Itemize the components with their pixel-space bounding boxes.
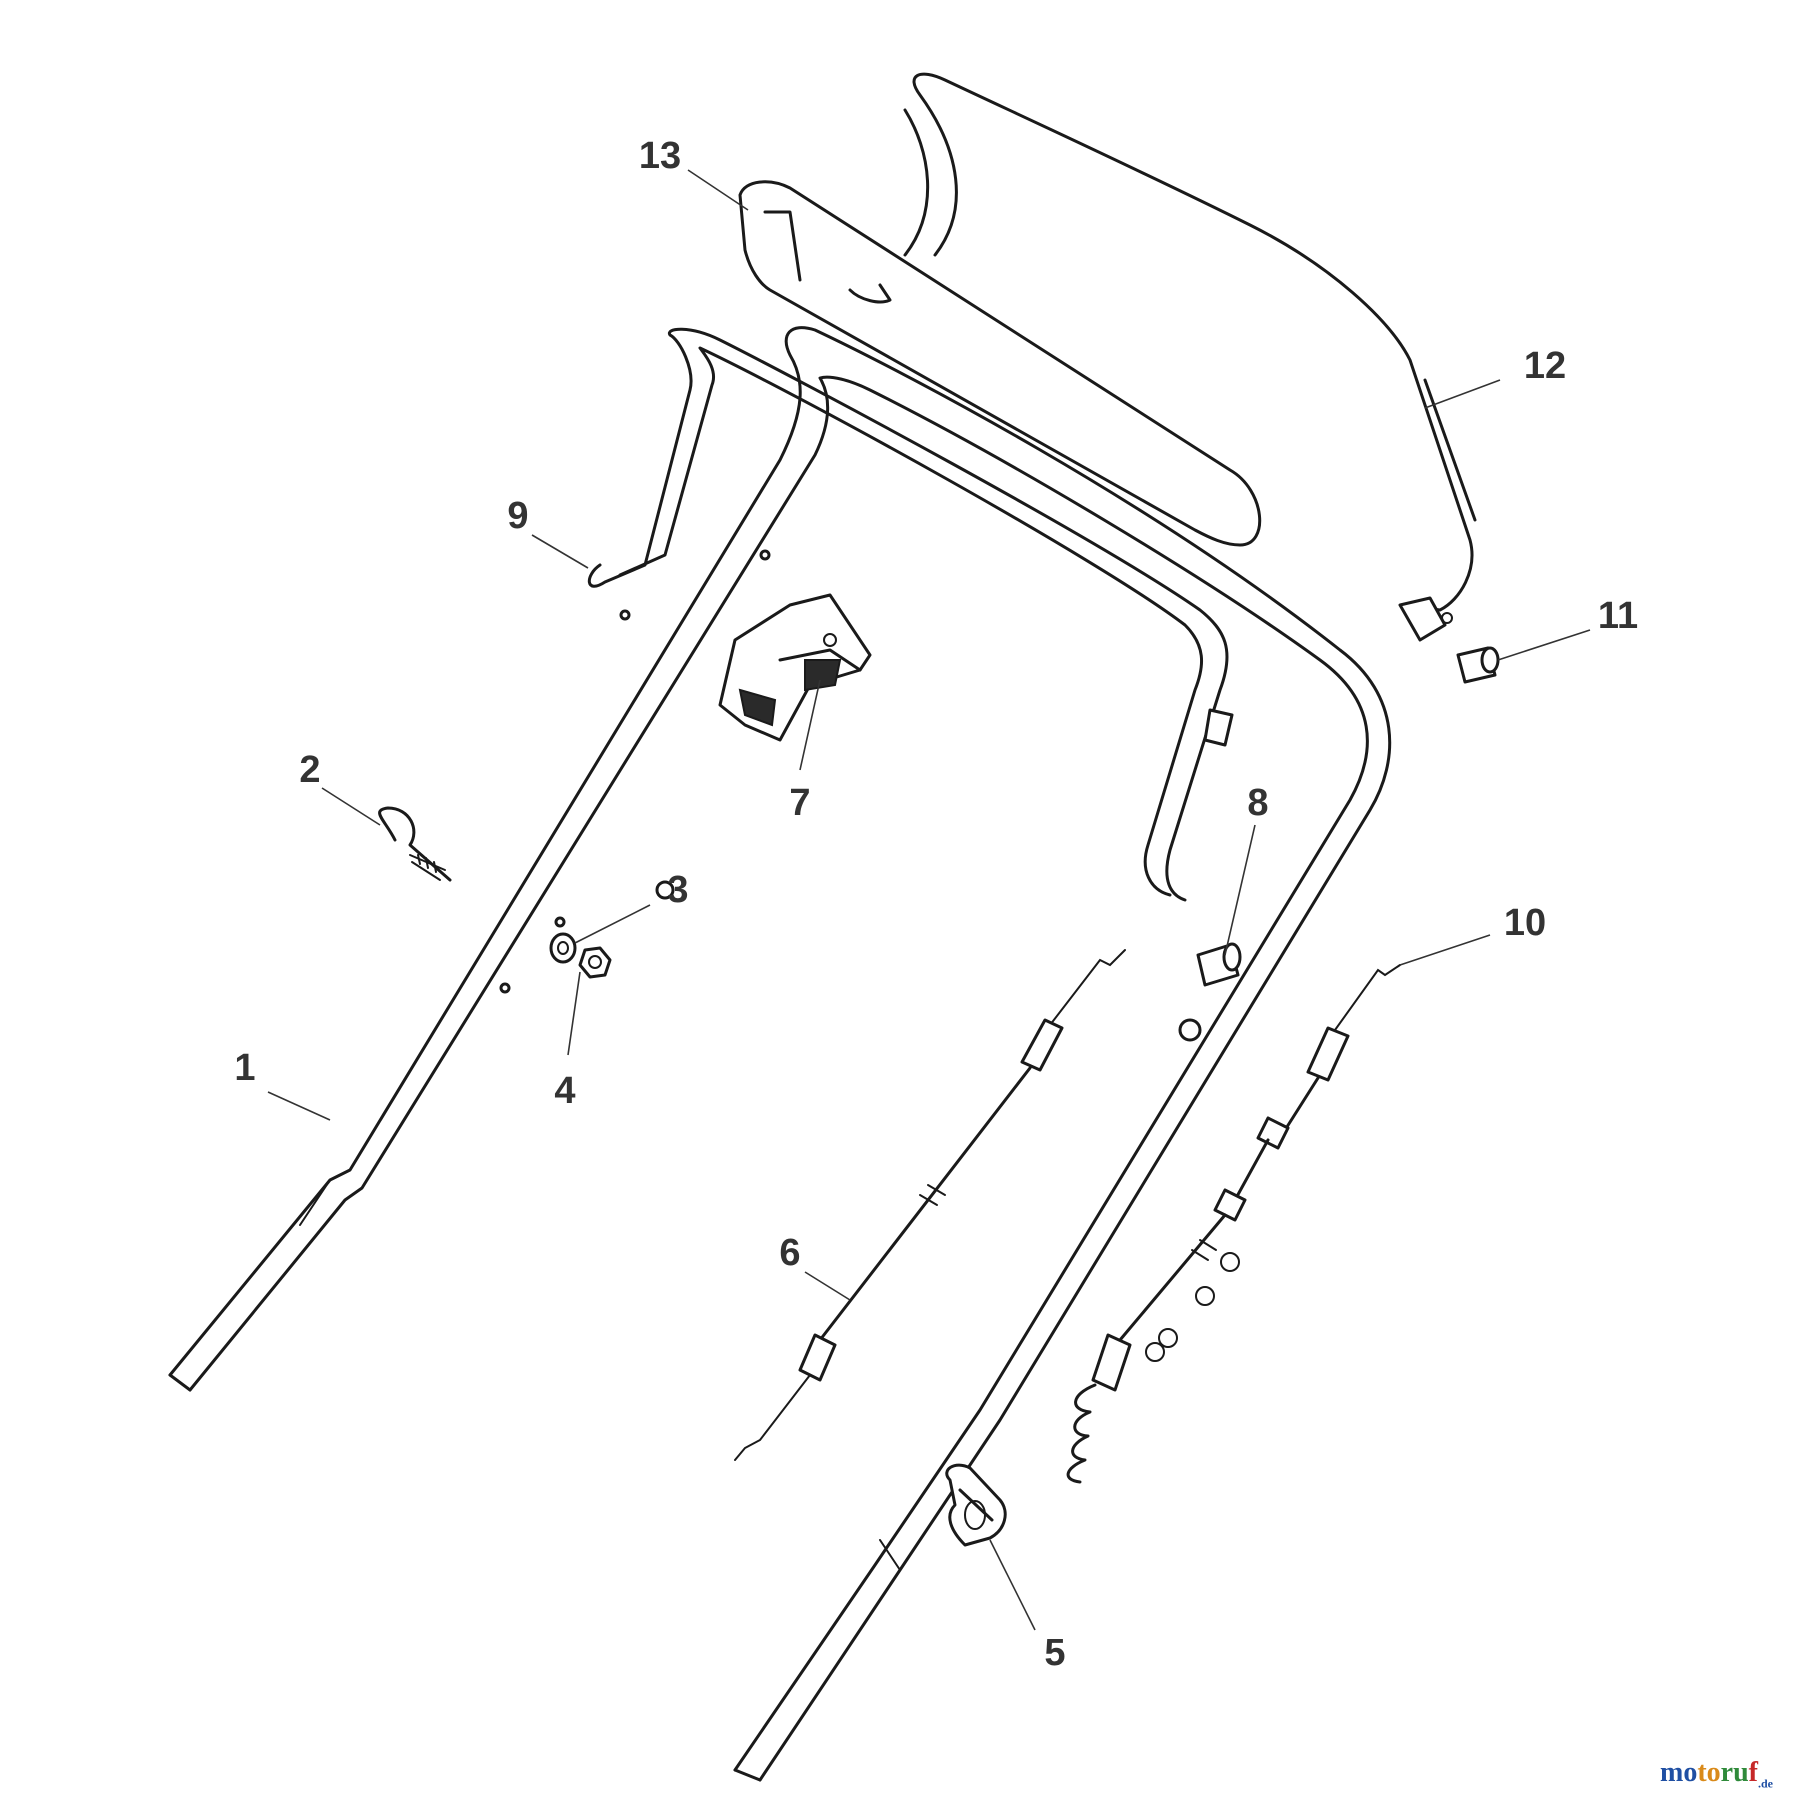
callout-labels: 1 2 3 4 5 6 7 8 9 10 11 12 13 [234,135,1638,1674]
callout-4: 4 [554,1070,575,1112]
callout-2: 2 [299,749,320,791]
part-12-upper-handle [903,72,1477,642]
brand-part-2: to [1697,1757,1721,1789]
part-8-bushing [1196,942,1242,987]
part-6-control-cable [734,949,1126,1461]
brand-part-3: ru [1720,1757,1749,1789]
leader-lines [267,169,1591,1631]
part-13-crossbar-grip [738,180,1262,547]
brand-watermark: motoruf.de [1660,1757,1773,1792]
callout-9: 9 [507,495,528,537]
part-11-bushing [1456,646,1500,684]
callout-12: 12 [1524,345,1566,387]
part-4-nut [578,946,612,979]
brand-part-4: f [1748,1757,1758,1789]
callout-3: 3 [667,869,688,911]
callout-6: 6 [779,1232,800,1274]
part-7-cable-guide [718,593,872,742]
part-9-bail-lever [587,327,1234,902]
brand-part-1: mo [1660,1757,1698,1789]
callout-1: 1 [234,1047,255,1089]
callout-5: 5 [1044,1632,1065,1674]
part-1-main-frame [168,326,1392,1782]
callout-11: 11 [1598,595,1638,637]
callout-10: 10 [1504,902,1546,944]
brand-tld: .de [1758,1777,1773,1791]
part-3-washer [549,932,577,964]
part-10-drive-cable [1066,964,1401,1484]
callout-13: 13 [639,135,681,177]
callout-8: 8 [1247,782,1268,824]
part-5-cable-clip [945,1463,1007,1547]
callout-7: 7 [789,782,810,824]
part-2-hook-bolt [378,806,452,882]
